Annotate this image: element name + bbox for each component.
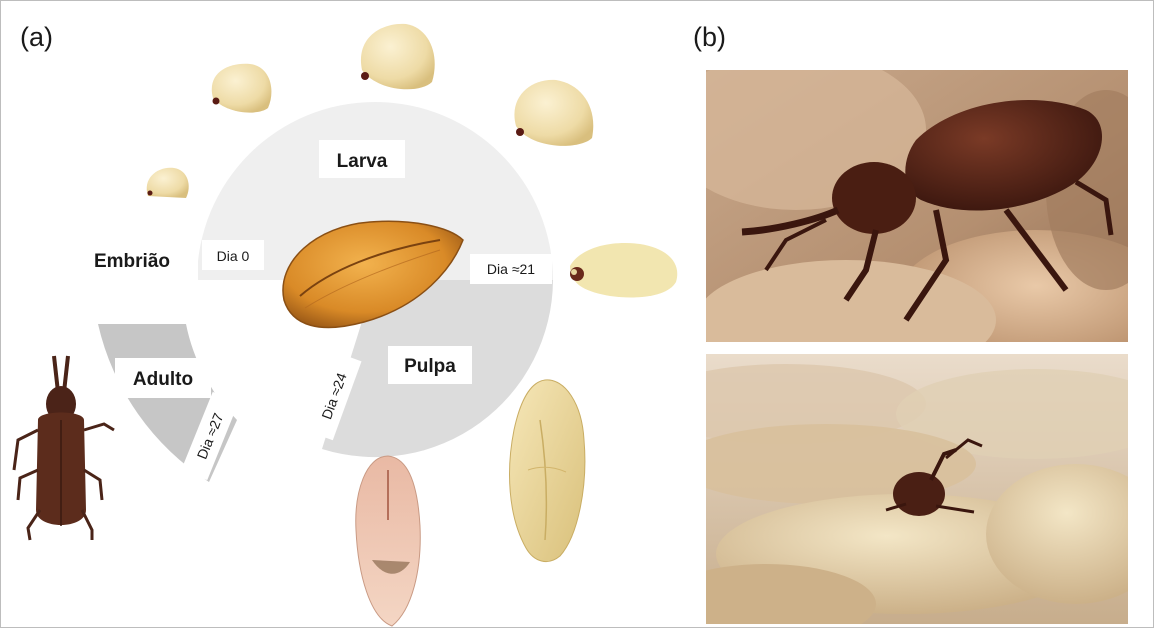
larva-label: Larva	[337, 151, 388, 172]
larva-icon-4	[514, 80, 593, 146]
embryo-label: Embrião	[94, 251, 170, 272]
pupa-icon-pink	[356, 456, 420, 626]
larva-icon-2	[212, 64, 272, 113]
day0-label: Dia 0	[217, 248, 250, 264]
adult-label: Adulto	[133, 369, 193, 390]
adult-weevil-icon	[14, 356, 114, 540]
pupa-icon-cream	[510, 380, 585, 562]
life-cycle-diagram: Larva Embrião Pulpa Adulto Dia 0 Dia ≈21…	[0, 0, 700, 630]
photo-weevil-on-grains	[706, 354, 1128, 624]
pupa-label: Pulpa	[404, 356, 456, 377]
larva-icon-3	[361, 24, 435, 89]
photo-weevil-closeup	[706, 70, 1128, 342]
day21-label: Dia ≈21	[487, 261, 535, 277]
larva-icon-5	[570, 243, 677, 297]
larva-icon-1	[147, 168, 189, 198]
